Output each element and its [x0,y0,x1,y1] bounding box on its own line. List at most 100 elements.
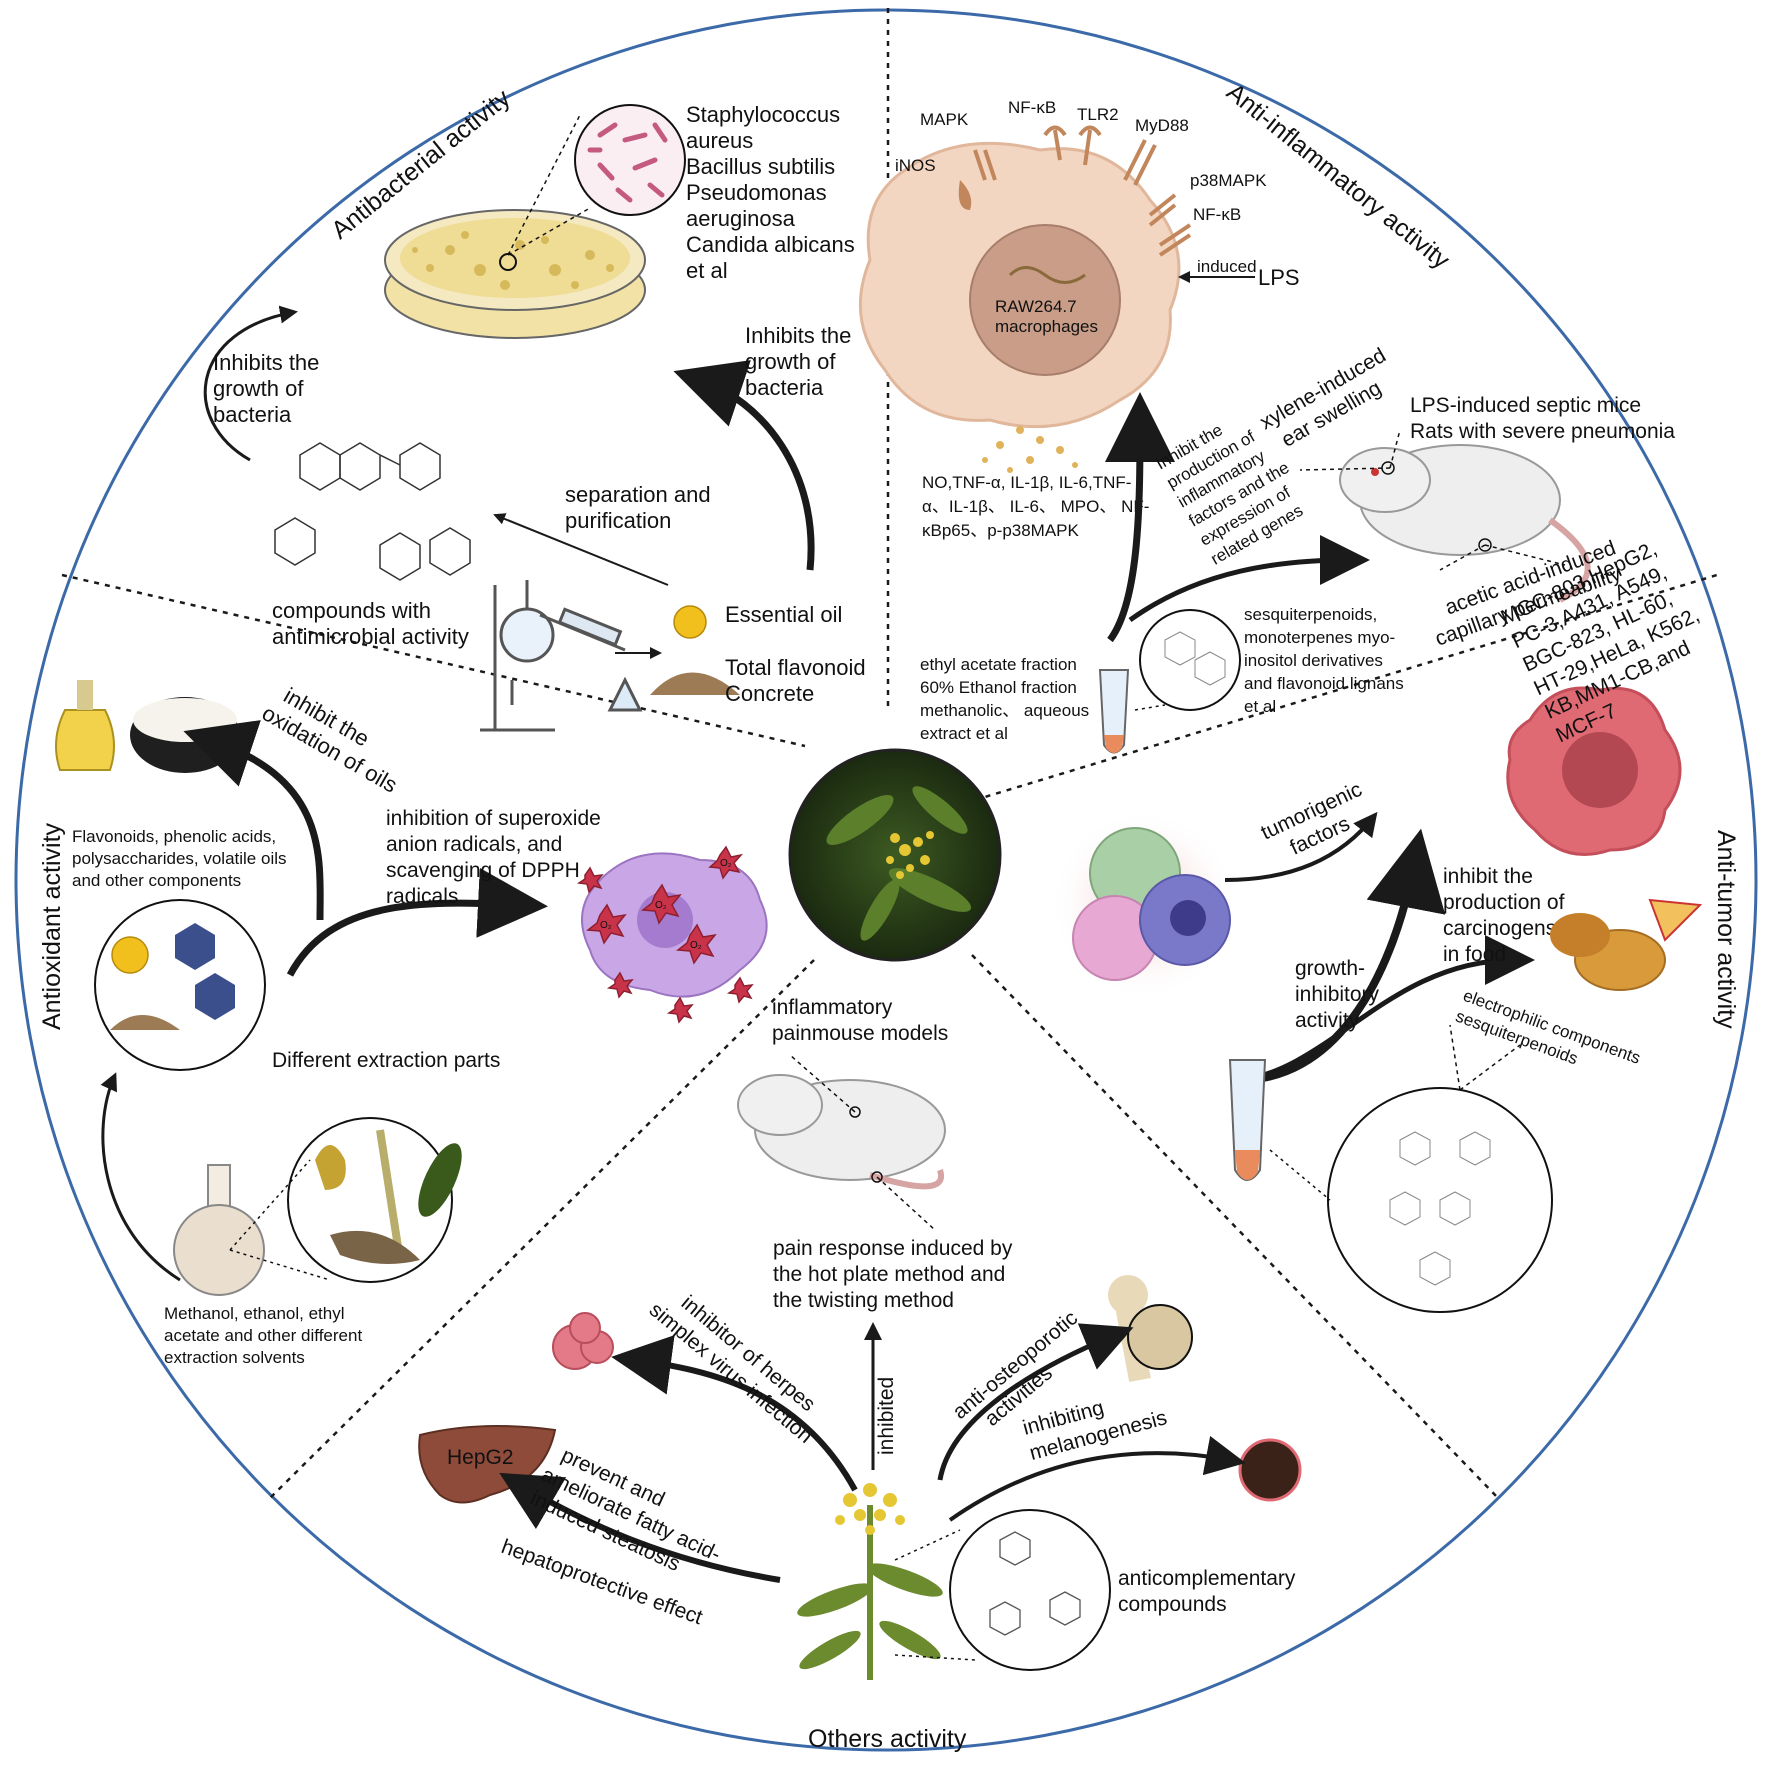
receptor-labels: MAPK NF-κB TLR2 MyD88 iNOS p38MAPK NF-κB [895,98,1267,224]
svg-text:and other components: and other components [72,871,241,890]
svg-text:anion radicals, and: anion radicals, and [386,833,562,856]
svg-text:bacteria: bacteria [213,402,292,427]
svg-text:NF-κB: NF-κB [1193,205,1241,224]
svg-text:compounds with: compounds with [272,598,431,623]
svg-text:the twisting method: the twisting method [773,1289,954,1312]
radical-arrow [286,867,548,977]
macrophage-cell [858,141,1181,429]
inhibits-right-text: Inhibits the growth of bacteria [745,323,851,400]
svg-text:Total flavonoid: Total flavonoid [725,655,866,680]
inhibit-arrow-right [673,360,815,571]
center-plant-photo [788,748,1002,962]
svg-text:radicals: radicals [386,885,458,908]
extraction-flask [173,1164,265,1296]
pain-models-text: inflammatory painmouse models [772,996,948,1045]
lps-models-text: LPS-induced septic mice Rats with severe… [1410,394,1675,443]
svg-text:antimicrobial activity: antimicrobial activity [272,624,469,649]
lps-label: LPS [1258,265,1300,290]
extraction-arrow [100,1072,181,1282]
sesqui-text: sesquiterpenoids, monoterpenes myo- inos… [1244,605,1404,716]
petri-dish [384,209,646,339]
svg-text:acetate and other different: acetate and other different [164,1326,362,1345]
hepg2-label: HepG2 [447,1446,514,1469]
solvents-text: Methanol, ethanol, ethyl acetate and oth… [164,1304,362,1367]
carcinogens-text: inhibit the production of carcinogens in… [1443,865,1565,966]
svg-text:pain response induced by: pain response induced by [773,1237,1013,1260]
herpes-arrow [611,1335,858,1492]
oil-and-yogurt [55,680,240,773]
hepatoprotective-arrow [499,1472,781,1583]
svg-text:et al: et al [1244,697,1276,716]
svg-text:aureus: aureus [686,128,753,153]
svg-text:RAW264.7: RAW264.7 [995,297,1077,316]
svg-text:inflammatory: inflammatory [772,996,893,1019]
svg-text:Staphylococcus: Staphylococcus [686,102,840,127]
svg-text:NO,TNF-α, IL-1β, IL-6,TNF-: NO,TNF-α, IL-1β, IL-6,TNF- [922,473,1131,492]
food-illustration [1550,898,1703,991]
components-text: Flavonoids, phenolic acids, polysacchari… [72,827,287,890]
inhibits-left-text: Inhibits the growth of bacteria [213,350,319,427]
anti-tumor-title: Anti-tumor activity [1712,830,1740,1029]
svg-text:simplex virus infection: simplex virus infection [645,1298,817,1448]
extract-labels: Essential oil Total flavonoid Concrete [725,602,866,706]
tumor-tube [1228,1059,1267,1181]
section-dividers [61,8,1718,1501]
svg-text:growth-: growth- [1295,957,1365,980]
flavonoid-structure [274,442,471,581]
svg-text:κBp65、p-p38MAPK: κBp65、p-p38MAPK [922,521,1080,540]
svg-text:Concrete: Concrete [725,681,814,706]
svg-text:et al: et al [686,258,728,283]
flavonoid-pile [650,672,740,695]
svg-text:monoterpenes myo-: monoterpenes myo- [1244,628,1395,647]
bottom-plant [797,1483,943,1680]
svg-text:O₂: O₂ [600,920,612,931]
svg-text:inositol derivatives: inositol derivatives [1244,651,1383,670]
rat-arrow [1128,535,1370,623]
svg-text:Methanol, ethanol, ethyl: Methanol, ethanol, ethyl [164,1304,345,1323]
inhibited-text: inhibited [875,1377,898,1455]
svg-text:60% Ethanol fraction: 60% Ethanol fraction [920,678,1077,697]
inflammatory-tube [1098,609,1241,754]
svg-text:Candida albicans: Candida albicans [686,232,855,257]
induced-label: induced [1197,257,1257,276]
inhibit-production-arrow [1104,392,1175,643]
svg-text:macrophages: macrophages [995,317,1098,336]
svg-text:O₂: O₂ [655,900,667,911]
bacteria-zoom [574,104,686,216]
svg-text:activity: activity [1295,1009,1360,1032]
svg-text:aeruginosa: aeruginosa [686,206,796,231]
svg-text:O₂: O₂ [690,940,702,951]
tumorigenic-text: tumorigenic factors [1257,778,1365,860]
inos-marker [958,180,972,210]
nucleus-label: RAW264.7 macrophages [995,297,1098,336]
svg-text:growth of: growth of [745,349,836,374]
svg-text:in food: in food [1443,943,1506,966]
svg-text:extract et al: extract et al [920,724,1008,743]
svg-text:Essential oil: Essential oil [725,602,842,627]
svg-text:painmouse models: painmouse models [772,1022,948,1045]
svg-text:the hot plate method and: the hot plate method and [773,1263,1005,1286]
tumor-cell [1506,686,1682,856]
svg-text:Bacillus subtilis: Bacillus subtilis [686,154,835,179]
svg-text:carcinogens: carcinogens [1443,917,1556,940]
melanin-illustration [1238,1438,1302,1502]
oxidation-arrow [183,720,324,921]
svg-text:inhibitory: inhibitory [1295,983,1380,1006]
carcinogen-arrow [1239,935,1535,1083]
tumorigenic-arrow [1224,811,1378,882]
distillation-apparatus [480,580,643,732]
hepatoprotective-text: hepatoprotective effect [498,1535,705,1629]
fractions-text: ethyl acetate fraction 60% Ethanol fract… [920,655,1089,743]
antioxidant-title: Antioxidant activity [38,822,66,1030]
svg-text:ethyl acetate fraction: ethyl acetate fraction [920,655,1077,674]
svg-text:and flavonoid lignans: and flavonoid lignans [1244,674,1404,693]
svg-text:Inhibits the: Inhibits the [745,323,851,348]
anticomplementary-text: anticomplementary compounds [1118,1567,1296,1616]
osteoporotic-arrow [937,1323,1134,1481]
svg-text:methanolic、 aqueous: methanolic、 aqueous [920,701,1089,720]
secreted-factors [982,426,1078,473]
rat-illustration [1339,444,1591,603]
superoxide-text: inhibition of superoxide anion radicals,… [386,807,601,908]
